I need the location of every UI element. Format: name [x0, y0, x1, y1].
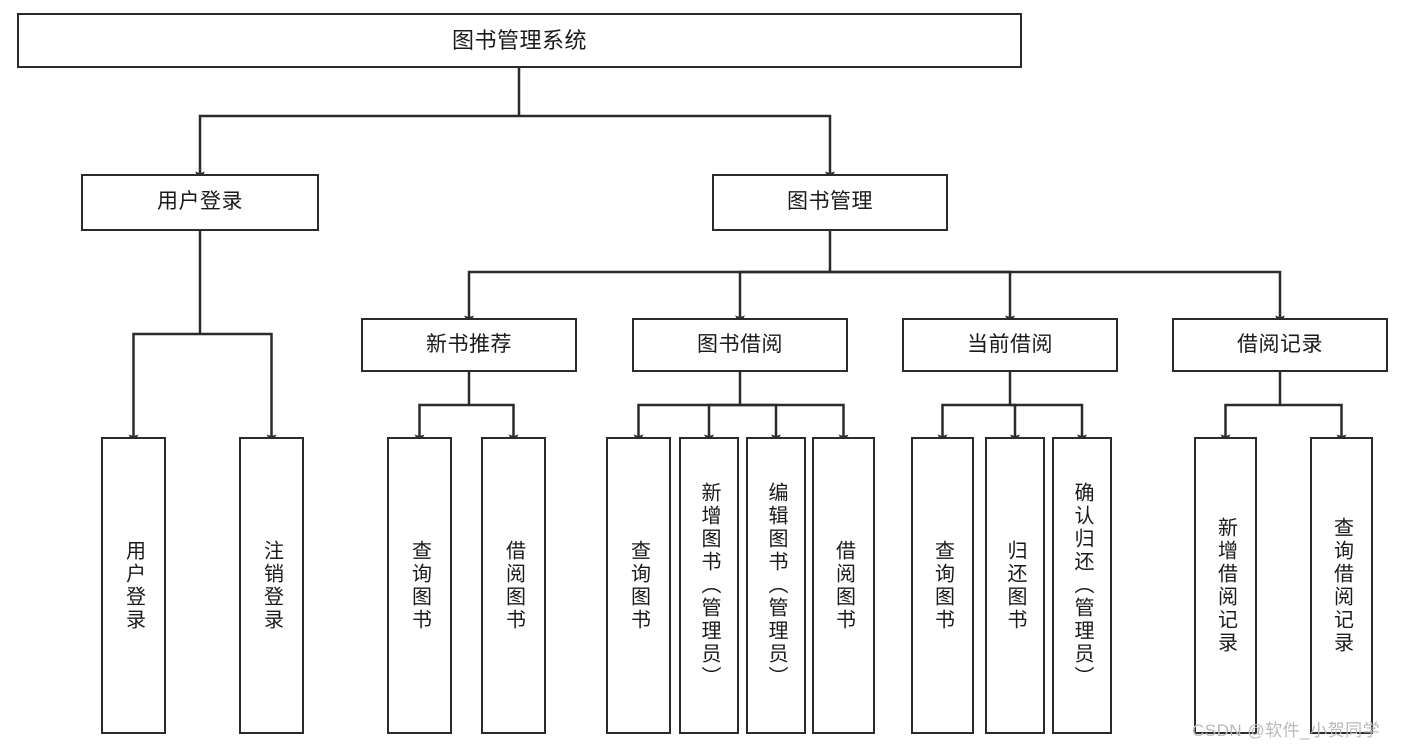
node-leaf-query-book-3[interactable]: 查询图书	[911, 437, 974, 734]
connector-book-manage-to-borrow-record	[830, 270, 1285, 325]
node-leaf-borrow-book-2[interactable]: 借阅图书	[812, 437, 875, 734]
node-label: 查询图书	[931, 539, 954, 632]
node-new-book-rec[interactable]: 新书推荐	[361, 318, 577, 372]
node-label: 归还图书	[1004, 539, 1026, 632]
node-label: 编辑图书（管理员）	[765, 482, 787, 689]
connector-book-borrow-to-leaf-borrow-book-2	[740, 403, 849, 444]
node-label: 确认归还（管理员）	[1071, 482, 1093, 689]
node-book-borrow[interactable]: 图书借阅	[632, 318, 848, 372]
node-label: 查询图书	[627, 539, 650, 632]
node-leaf-add-book[interactable]: 新增图书（管理员）	[679, 437, 739, 734]
node-leaf-confirm-return[interactable]: 确认归还（管理员）	[1052, 437, 1112, 734]
node-label: 用户登录	[157, 190, 243, 214]
node-label: 查询借阅记录	[1330, 516, 1353, 655]
connector-new-book-rec-to-leaf-query-book-1	[414, 403, 469, 444]
node-label: 借阅图书	[832, 539, 855, 632]
node-leaf-query-record[interactable]: 查询借阅记录	[1310, 437, 1373, 734]
connector-book-manage-to-new-book-rec	[464, 270, 830, 325]
node-borrow-record[interactable]: 借阅记录	[1172, 318, 1388, 372]
node-leaf-add-record[interactable]: 新增借阅记录	[1194, 437, 1257, 734]
node-label: 查询图书	[408, 539, 431, 632]
node-current-borrow[interactable]: 当前借阅	[902, 318, 1118, 372]
node-label: 借阅记录	[1237, 332, 1323, 356]
node-leaf-user-login[interactable]: 用户登录	[101, 437, 166, 734]
node-label: 借阅图书	[502, 539, 525, 632]
node-label: 当前借阅	[967, 332, 1053, 356]
connector-current-borrow-to-leaf-return-book	[1010, 403, 1020, 444]
connector-book-manage-to-book-borrow	[735, 270, 830, 325]
connector-root-to-user-login	[195, 114, 519, 181]
connector-book-borrow-to-leaf-add-book	[704, 403, 740, 444]
node-label: 图书管理系统	[451, 27, 587, 53]
connector-user-login-to-leaf-logout	[200, 332, 277, 444]
csdn-watermark: CSDN @软件_小贺同学	[1192, 721, 1381, 740]
connector-user-login-to-leaf-user-login	[128, 332, 200, 444]
connector-borrow-record-to-leaf-query-record	[1280, 403, 1347, 444]
connector-root-to-book-manage	[519, 114, 835, 181]
node-label: 注销登录	[260, 539, 283, 632]
node-label: 用户登录	[122, 539, 145, 632]
node-label: 新增图书（管理员）	[698, 482, 720, 689]
connector-book-borrow-to-leaf-edit-book	[740, 403, 781, 444]
node-leaf-query-book-1[interactable]: 查询图书	[387, 437, 452, 734]
node-leaf-return-book[interactable]: 归还图书	[985, 437, 1045, 734]
node-user-login[interactable]: 用户登录	[81, 174, 319, 231]
connector-book-borrow-to-leaf-query-book-2	[633, 403, 740, 444]
connector-book-manage-to-current-borrow	[830, 270, 1015, 325]
node-leaf-logout[interactable]: 注销登录	[239, 437, 304, 734]
node-leaf-query-book-2[interactable]: 查询图书	[606, 437, 671, 734]
node-label: 新增借阅记录	[1214, 516, 1237, 655]
connector-current-borrow-to-leaf-confirm-return	[1010, 403, 1087, 444]
node-root[interactable]: 图书管理系统	[17, 13, 1022, 68]
connector-borrow-record-to-leaf-add-record	[1220, 403, 1280, 444]
connector-new-book-rec-to-leaf-borrow-book-1	[469, 403, 519, 444]
node-book-manage[interactable]: 图书管理	[712, 174, 948, 231]
edge-layer	[128, 68, 1347, 444]
node-label: 图书借阅	[697, 332, 783, 356]
node-label: 图书管理	[787, 190, 873, 214]
node-label: 新书推荐	[426, 332, 512, 356]
node-leaf-borrow-book-1[interactable]: 借阅图书	[481, 437, 546, 734]
connector-current-borrow-to-leaf-query-book-3	[937, 403, 1010, 444]
node-leaf-edit-book[interactable]: 编辑图书（管理员）	[746, 437, 806, 734]
